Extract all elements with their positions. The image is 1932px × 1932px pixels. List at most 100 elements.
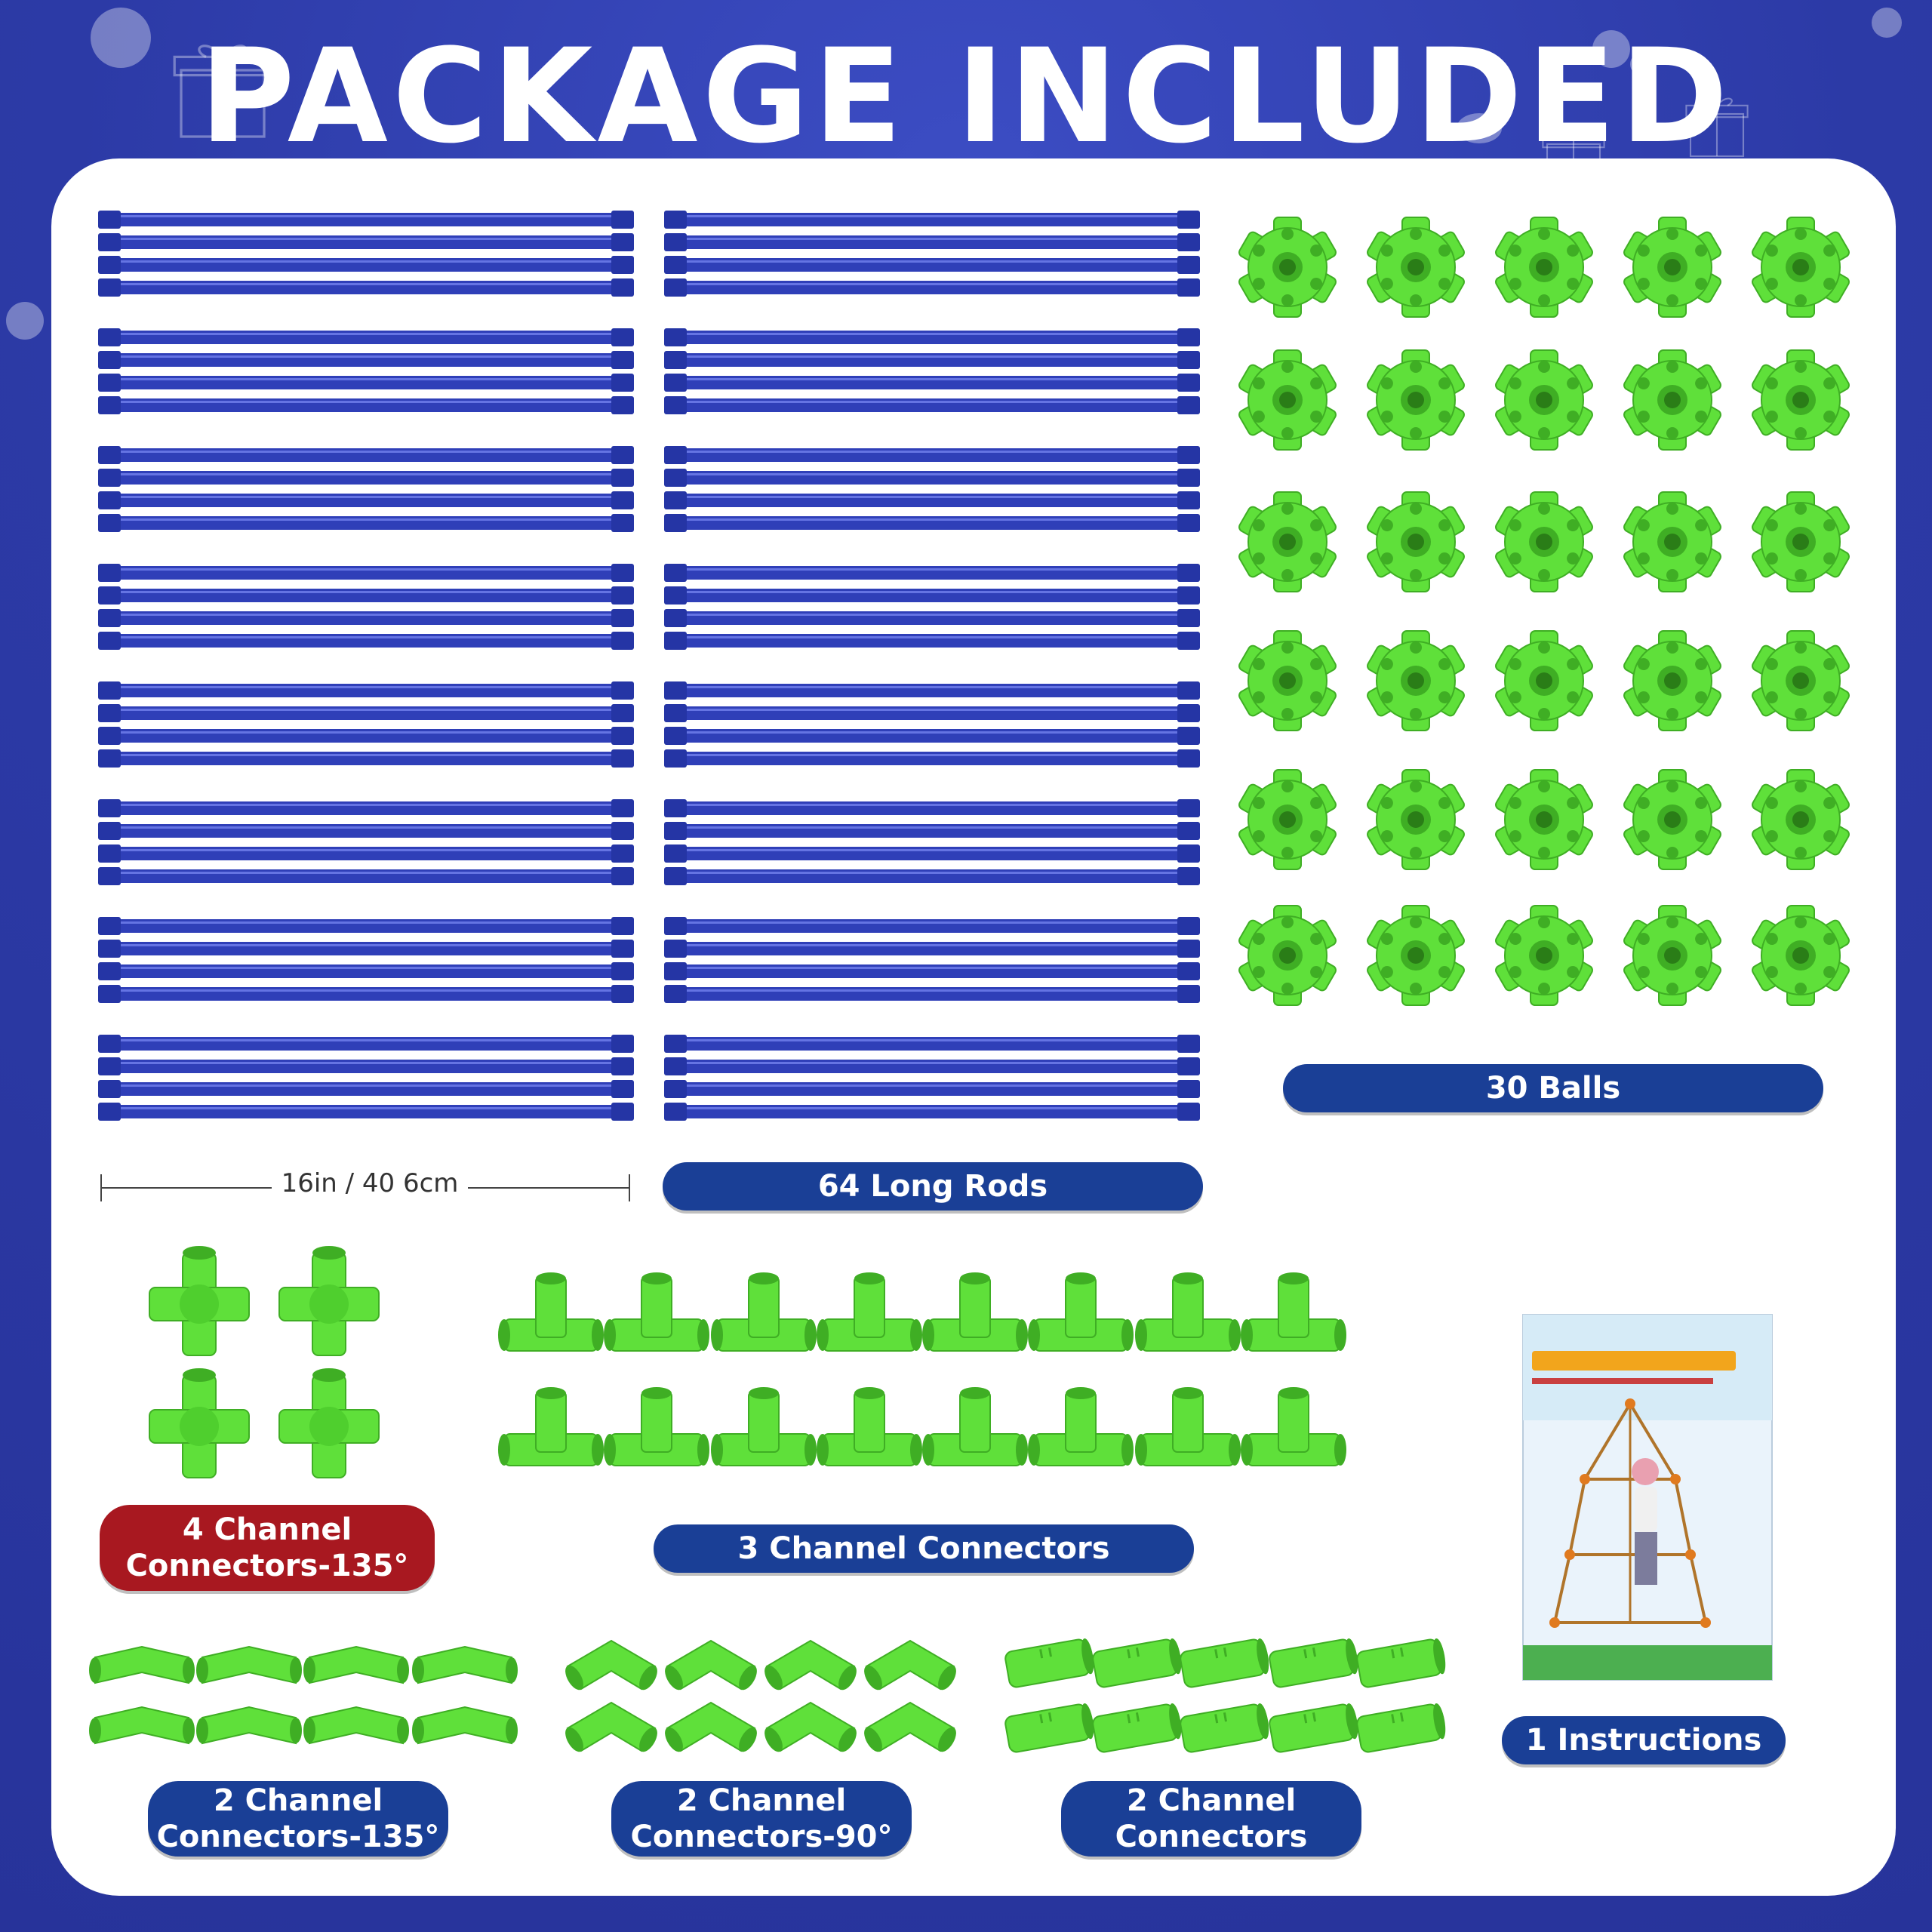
ball — [1238, 349, 1337, 451]
rod — [666, 847, 1198, 860]
three-channel-connector — [1241, 1387, 1346, 1466]
rod — [666, 729, 1198, 743]
two-channel-135-connector — [196, 1645, 302, 1684]
three-channel-connector — [817, 1272, 922, 1352]
rod — [100, 964, 632, 978]
rod-bundle — [98, 917, 634, 1003]
ball — [1367, 491, 1465, 592]
rod-bundle — [98, 681, 634, 768]
rod — [666, 376, 1198, 389]
ball — [1495, 349, 1593, 451]
three-channel-connector — [711, 1272, 817, 1352]
rod — [666, 448, 1198, 462]
rod — [100, 448, 632, 462]
ball — [1238, 491, 1337, 592]
ball — [1238, 217, 1337, 318]
four-channel-connector — [278, 1246, 380, 1356]
rod-bundle — [664, 211, 1200, 297]
rod — [100, 634, 632, 648]
ball — [1752, 769, 1850, 870]
two-channel-135-connector — [412, 1706, 518, 1745]
rod — [666, 752, 1198, 765]
bubble-decoration — [91, 8, 151, 68]
rod — [666, 1082, 1198, 1096]
rod — [666, 942, 1198, 955]
rod — [100, 752, 632, 765]
three-channel-connector — [711, 1387, 817, 1466]
ball — [1752, 217, 1850, 318]
ball — [1623, 349, 1721, 451]
three-channel-connector — [1135, 1387, 1241, 1466]
rod — [100, 801, 632, 815]
rod-bundle — [664, 328, 1200, 414]
ball — [1367, 769, 1465, 870]
rod — [666, 589, 1198, 602]
rod — [666, 634, 1198, 648]
three-channel-connector — [1241, 1272, 1346, 1352]
ball — [1495, 769, 1593, 870]
rod — [100, 589, 632, 602]
rod — [666, 235, 1198, 249]
rod-bundle — [98, 564, 634, 650]
rod-bundle — [98, 446, 634, 532]
rod — [666, 494, 1198, 507]
ball — [1367, 630, 1465, 731]
rod — [666, 824, 1198, 838]
page-title: PACKAGE INCLUDED — [199, 20, 1733, 172]
rod — [666, 869, 1198, 883]
rod — [100, 281, 632, 294]
two-channel-135-connector — [303, 1706, 409, 1745]
rod — [666, 331, 1198, 344]
rod — [100, 869, 632, 883]
rod — [666, 611, 1198, 625]
two-channel-90-connector — [665, 1639, 757, 1690]
rod-bundle — [664, 681, 1200, 768]
three-channel-connector — [604, 1272, 709, 1352]
three-channel-connector — [1028, 1387, 1134, 1466]
two-channel-135-connector — [89, 1645, 195, 1684]
rod — [666, 684, 1198, 697]
rod-bundle — [98, 799, 634, 885]
three-channel-connector — [922, 1272, 1028, 1352]
two-channel-connector — [1092, 1638, 1182, 1688]
two-channel-90-connector — [864, 1701, 956, 1752]
rod — [666, 398, 1198, 412]
ball — [1238, 769, 1337, 870]
rod — [100, 516, 632, 530]
two-channel-connector — [1004, 1703, 1094, 1753]
rod-bundle — [98, 211, 634, 297]
two-channel-connector — [1269, 1703, 1358, 1753]
two-channel-connector — [1356, 1638, 1446, 1688]
ball — [1495, 630, 1593, 731]
rod — [100, 471, 632, 485]
rod — [100, 1037, 632, 1051]
rod — [666, 964, 1198, 978]
two-channel-90-connector — [665, 1701, 757, 1752]
ball — [1495, 491, 1593, 592]
bubble-decoration — [1457, 113, 1502, 143]
rod — [100, 942, 632, 955]
rod — [100, 566, 632, 580]
rods-label: 64 Long Rods — [663, 1162, 1203, 1211]
two-channel-connector — [1180, 1703, 1269, 1753]
three-channel-connector — [604, 1387, 709, 1466]
ball — [1495, 905, 1593, 1006]
ball — [1238, 630, 1337, 731]
two-channel-90-connector — [764, 1639, 857, 1690]
two-channel-135-connector — [89, 1706, 195, 1745]
ball — [1623, 905, 1721, 1006]
rod — [666, 516, 1198, 530]
two-channel-connector — [1180, 1638, 1269, 1688]
two-channel-135-connector — [412, 1645, 518, 1684]
three-channel-connector — [1135, 1272, 1241, 1352]
bubble-decoration — [1592, 30, 1630, 68]
ball — [1752, 491, 1850, 592]
rod-bundle — [664, 799, 1200, 885]
two-channel-connector — [1092, 1703, 1182, 1753]
rod — [100, 235, 632, 249]
two-channel-90-connector — [565, 1639, 657, 1690]
